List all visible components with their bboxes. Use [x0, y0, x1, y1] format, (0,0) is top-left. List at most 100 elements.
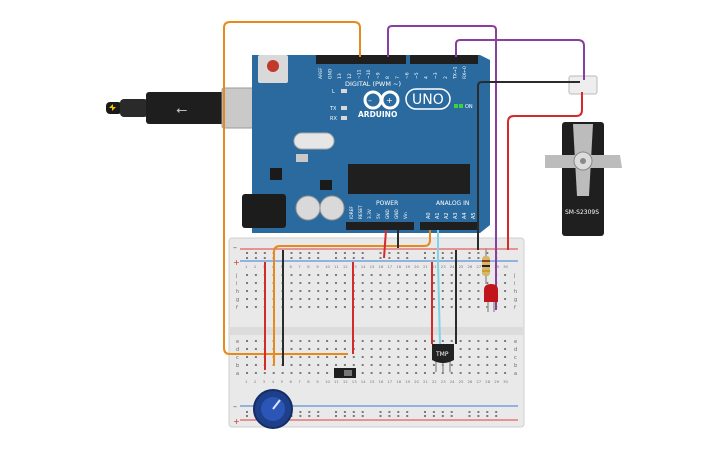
model-label: UNO — [412, 92, 444, 108]
row-label: a — [514, 371, 517, 377]
digital-pin-label: 7 — [395, 76, 401, 79]
row-label: h — [236, 289, 239, 295]
row-label: f — [236, 305, 238, 311]
row-label: d — [236, 347, 239, 353]
digital-pin-label: TX→1 — [452, 66, 458, 80]
digital-pin-label: ~3 — [433, 72, 439, 79]
row-label: c — [236, 355, 239, 361]
column-label: 10 — [325, 379, 330, 384]
column-label: 17 — [387, 264, 392, 269]
column-label: 21 — [423, 264, 428, 269]
column-label: 18 — [396, 264, 401, 269]
digital-pin-label: RX←0 — [462, 66, 468, 79]
column-label: 13 — [352, 379, 357, 384]
analog-pin-label: A3 — [453, 212, 459, 219]
svg-text:⭠: ⭠ — [176, 102, 187, 118]
potentiometer[interactable] — [253, 389, 293, 429]
row-label: g — [236, 297, 239, 303]
power-pin-label: 5V — [376, 213, 382, 219]
temp-sensor-label: TMP — [435, 351, 449, 358]
row-label: i — [236, 281, 237, 287]
servo-motor[interactable]: SM-S2309S — [545, 75, 622, 236]
power-pin-label: GND — [394, 208, 400, 219]
digital-pin-label: ~11 — [356, 69, 362, 79]
digital-pin-label: ~9 — [376, 72, 382, 79]
analog-pin-label: A5 — [471, 212, 477, 219]
power-pin-label: Vin — [403, 212, 409, 219]
column-label: 8 — [307, 379, 310, 384]
column-label: 12 — [343, 379, 348, 384]
column-label: 26 — [468, 264, 473, 269]
row-label: b — [514, 363, 517, 369]
column-label: 16 — [379, 379, 384, 384]
power-jack — [242, 194, 286, 228]
power-pin-label: RESET — [358, 205, 364, 219]
column-label: 7 — [298, 264, 301, 269]
row-label: e — [236, 339, 239, 345]
svg-text:+: + — [233, 417, 240, 426]
column-label: 1 — [245, 264, 248, 269]
analog-label: ANALOG IN — [436, 200, 469, 207]
temperature-sensor[interactable]: TMP — [432, 344, 454, 372]
slide-switch[interactable] — [334, 368, 356, 378]
row-label: g — [514, 297, 517, 303]
column-label: 1 — [245, 379, 248, 384]
row-label: i — [514, 281, 515, 287]
column-label: 15 — [370, 379, 375, 384]
column-label: 8 — [307, 264, 310, 269]
digital-pin-label: AREF — [318, 67, 324, 79]
usb-cable: ⭠ — [106, 87, 263, 129]
column-label: 24 — [450, 264, 455, 269]
digital-pin-label: ~5 — [414, 72, 420, 79]
column-label: 2 — [254, 379, 257, 384]
digital-label: DIGITAL (PWM ~) — [345, 80, 401, 88]
column-label: 19 — [405, 264, 410, 269]
led-label-rx: RX — [330, 116, 337, 122]
column-label: 2 — [254, 264, 257, 269]
arduino-logo-text: ARDUINO — [358, 110, 397, 119]
row-label: j — [513, 273, 515, 279]
power-pin-label: GND — [385, 208, 391, 219]
column-label: 4 — [272, 379, 275, 384]
arduino-board: DIGITAL (PWM ~) L TX RX – + ARDUINO UNO … — [242, 55, 490, 233]
digital-pin-label: GND — [328, 68, 334, 79]
digital-pin-label: ~6 — [404, 72, 410, 79]
resistor[interactable] — [482, 248, 490, 284]
row-label: b — [236, 363, 239, 369]
reset-button[interactable] — [267, 60, 279, 72]
digital-pin-label: 8 — [385, 76, 391, 79]
svg-text:–: – — [233, 402, 237, 411]
power-pin-label: IOREF — [349, 206, 355, 219]
analog-pin-label: A0 — [426, 212, 432, 219]
digital-pin-label: 13 — [337, 73, 343, 79]
column-label: 15 — [370, 264, 375, 269]
column-label: 25 — [459, 379, 464, 384]
led-red[interactable] — [484, 284, 498, 312]
wires — [223, 21, 585, 370]
column-label: 3 — [263, 379, 266, 384]
column-label: 20 — [414, 379, 419, 384]
on-label: ON — [465, 104, 473, 110]
row-label: h — [514, 289, 517, 295]
row-label: a — [236, 371, 239, 377]
digital-pin-label: ~10 — [366, 69, 372, 79]
led-label-l: L — [332, 89, 335, 95]
column-label: 24 — [450, 379, 455, 384]
column-label: 19 — [405, 379, 410, 384]
column-label: 27 — [476, 264, 481, 269]
column-label: 14 — [361, 379, 366, 384]
digital-pin-label: 4 — [424, 76, 430, 79]
column-label: 14 — [361, 264, 366, 269]
microcontroller-chip — [348, 164, 470, 194]
analog-pin-label: A2 — [444, 212, 450, 219]
power-pin-label: 3.3V — [367, 209, 373, 219]
column-label: 16 — [379, 264, 384, 269]
column-label: 9 — [316, 264, 319, 269]
led-label-tx: TX — [329, 106, 337, 112]
column-label: 10 — [325, 264, 330, 269]
